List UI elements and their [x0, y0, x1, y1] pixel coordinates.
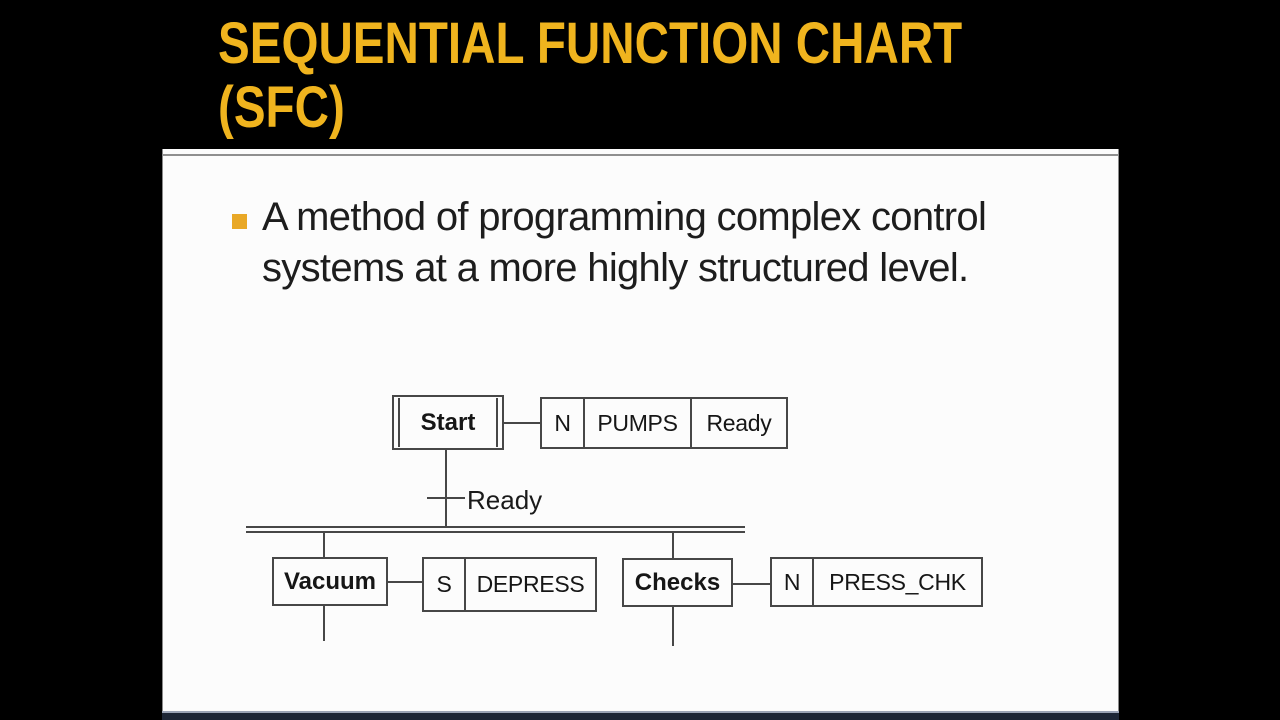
initial-step-inner-line-left — [398, 398, 400, 447]
connector-vacuum-to-action — [388, 581, 422, 583]
slide-title-line-1: SEQUENTIAL FUNCTION CHART — [218, 11, 963, 76]
action-name: PRESS_CHK — [812, 559, 981, 605]
action-name: DEPRESS — [464, 559, 595, 610]
connector-start-to-action — [504, 422, 540, 424]
flow-line-start-down — [445, 450, 447, 528]
connector-checks-to-action — [733, 583, 770, 585]
slide-title: SEQUENTIAL FUNCTION CHART (SFC) — [218, 12, 1120, 140]
sfc-step-vacuum: Vacuum — [272, 557, 388, 606]
step-label: Vacuum — [283, 567, 377, 595]
vacuum-exit-line — [323, 606, 325, 641]
slide-title-line-2: (SFC) — [218, 75, 345, 140]
parallel-divergence-double-line — [246, 526, 745, 533]
action-name: PUMPS — [583, 399, 690, 447]
action-block-depress: S DEPRESS — [422, 557, 597, 612]
sfc-initial-step-start: Start — [392, 395, 504, 450]
transition-tick — [427, 497, 465, 499]
header-divider-line — [162, 154, 1119, 156]
branch-right-drop-line — [672, 533, 674, 558]
action-block-press-chk: N PRESS_CHK — [770, 557, 983, 607]
transition-label-ready: Ready — [467, 485, 543, 515]
bullet-text: A method of programming complex control … — [262, 195, 987, 290]
step-label: Checks — [634, 568, 721, 596]
action-block-pumps: N PUMPS Ready — [540, 397, 788, 449]
checks-exit-line — [672, 607, 674, 646]
bullet-square-icon — [232, 214, 247, 229]
step-label: Start — [420, 408, 476, 436]
action-qualifier: S — [436, 571, 452, 597]
slide-bottom-edge — [162, 711, 1119, 720]
initial-step-inner-line-right — [496, 398, 498, 447]
action-qualifier: N — [783, 568, 801, 595]
branch-left-drop-line — [323, 533, 325, 557]
action-indicator: Ready — [690, 399, 786, 447]
action-qualifier: N — [554, 409, 571, 436]
sfc-step-checks: Checks — [622, 558, 733, 607]
